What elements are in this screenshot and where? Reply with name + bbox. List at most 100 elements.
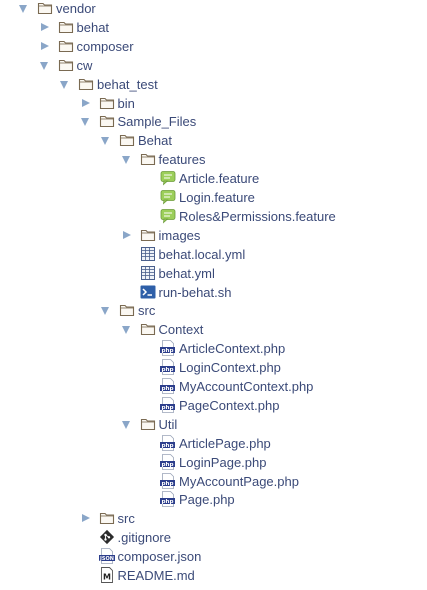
tree-item-label: README.md <box>117 568 195 583</box>
svg-text:php: php <box>162 386 174 392</box>
triangle-right-icon <box>81 98 90 107</box>
tree-folder-src[interactable]: src <box>0 301 427 320</box>
expand-arrow-open-icon[interactable] <box>39 56 51 75</box>
triangle-right-icon <box>40 41 49 50</box>
expand-arrow-closed-icon[interactable] <box>80 509 92 528</box>
folder-icon <box>99 113 115 129</box>
feature-file-icon <box>160 189 176 205</box>
tree-folder-composer[interactable]: composer <box>0 37 427 56</box>
svg-text:php: php <box>162 461 174 467</box>
expand-arrow-open-icon[interactable] <box>80 112 92 131</box>
tree-folder-src[interactable]: src <box>0 509 427 528</box>
tree-item-label: LoginPage.php <box>179 454 267 470</box>
tree-folder-behat-test[interactable]: behat_test <box>0 75 427 94</box>
tree-item-label: bin <box>117 95 135 111</box>
tree-folder-behat[interactable]: behat <box>0 18 427 37</box>
tree-item-label: LoginContext.php <box>179 360 281 376</box>
folder-icon <box>99 510 115 526</box>
tree-item-label: Roles&Permissions.feature <box>179 208 336 224</box>
tree-item-label: src <box>117 511 135 527</box>
expand-arrow-open-icon[interactable] <box>121 320 133 339</box>
expand-arrow-open-icon[interactable] <box>100 131 112 150</box>
folder-icon <box>140 416 156 432</box>
expand-arrow-open-icon[interactable] <box>59 75 71 94</box>
tree-file-readme-md[interactable]: M README.md <box>0 566 427 585</box>
triangle-right-icon <box>40 22 49 31</box>
php-file-icon: php <box>160 359 176 375</box>
tree-item-label: behat_test <box>97 76 158 92</box>
tree-folder-features[interactable]: features <box>0 150 427 169</box>
folder-icon <box>37 0 53 16</box>
tree-item-label: MyAccountPage.php <box>179 473 299 489</box>
tree-folder-images[interactable]: images <box>0 226 427 245</box>
svg-text:php: php <box>162 499 174 505</box>
expand-arrow-open-icon[interactable] <box>100 301 112 320</box>
tree-file-myaccountpage-php[interactable]: php MyAccountPage.php <box>0 472 427 491</box>
php-file-icon: php <box>160 378 176 394</box>
folder-icon <box>58 57 74 73</box>
tree-folder-bin[interactable]: bin <box>0 94 427 113</box>
tree-folder-vendor[interactable]: vendor <box>0 0 427 18</box>
tree-item-label: src <box>138 303 156 319</box>
expand-arrow-closed-icon[interactable] <box>39 37 51 56</box>
tree-item-label: PageContext.php <box>179 397 280 413</box>
tree-item-label: Article.feature <box>179 171 260 187</box>
triangle-down-icon <box>101 307 109 316</box>
feature-file-icon <box>160 208 176 224</box>
tree-file-loginpage-php[interactable]: php LoginPage.php <box>0 453 427 472</box>
tree-item-label: cw <box>76 57 93 73</box>
triangle-right-icon <box>122 230 131 239</box>
folder-icon <box>119 302 135 318</box>
tree-folder-context[interactable]: Context <box>0 320 427 339</box>
tree-folder-sample-files[interactable]: Sample_Files <box>0 112 427 131</box>
json-file-icon: JSON <box>98 548 115 564</box>
tree-file-roles-and-permissions-feature[interactable]: Roles&Permissions.feature <box>0 207 427 226</box>
tree-item-label: composer <box>76 38 134 54</box>
folder-icon <box>140 227 156 243</box>
expand-arrow-closed-icon[interactable] <box>39 18 51 37</box>
tree-file-behat-local-yml[interactable]: behat.local.yml <box>0 245 427 264</box>
shell-script-icon <box>140 284 156 300</box>
tree-file-pagecontext-php[interactable]: php PageContext.php <box>0 396 427 415</box>
tree-folder-util[interactable]: Util <box>0 415 427 434</box>
folder-icon <box>140 151 156 167</box>
tree-file-login-feature[interactable]: Login.feature <box>0 188 427 207</box>
feature-file-icon <box>160 170 176 186</box>
tree-item-label: composer.json <box>117 549 202 565</box>
triangle-right-icon <box>81 514 90 523</box>
expand-arrow-closed-icon[interactable] <box>121 226 133 245</box>
tree-folder-cw[interactable]: cw <box>0 56 427 75</box>
expand-arrow-open-icon[interactable] <box>121 415 133 434</box>
folder-icon <box>58 19 74 35</box>
tree-file-gitignore[interactable]: .gitignore <box>0 528 427 547</box>
php-file-icon: php <box>160 491 176 508</box>
tree-item-label: ArticlePage.php <box>179 435 271 451</box>
expand-arrow-open-icon[interactable] <box>121 150 133 169</box>
tree-item-label: behat <box>76 19 110 35</box>
expand-arrow-open-icon[interactable] <box>18 0 30 18</box>
tree-item-label: features <box>158 152 206 168</box>
tree-file-behat-yml[interactable]: behat.yml <box>0 264 427 283</box>
tree-folder-behat[interactable]: Behat <box>0 131 427 150</box>
php-file-icon: php <box>160 434 176 451</box>
tree-file-article-feature[interactable]: Article.feature <box>0 169 427 188</box>
tree-item-label: Login.feature <box>179 190 255 205</box>
svg-text:php: php <box>162 405 174 411</box>
tree-item-label: .gitignore <box>117 530 171 546</box>
yml-file-icon <box>140 265 156 281</box>
svg-text:php: php <box>162 348 174 354</box>
expand-arrow-closed-icon[interactable] <box>80 94 92 113</box>
folder-icon <box>119 132 135 148</box>
tree-item-label: Behat <box>138 133 172 149</box>
svg-text:php: php <box>162 480 174 486</box>
folder-icon <box>140 321 156 337</box>
triangle-down-icon <box>101 137 109 146</box>
svg-text:M: M <box>103 573 111 582</box>
tree-file-run-behat-sh[interactable]: run-behat.sh <box>0 283 427 302</box>
